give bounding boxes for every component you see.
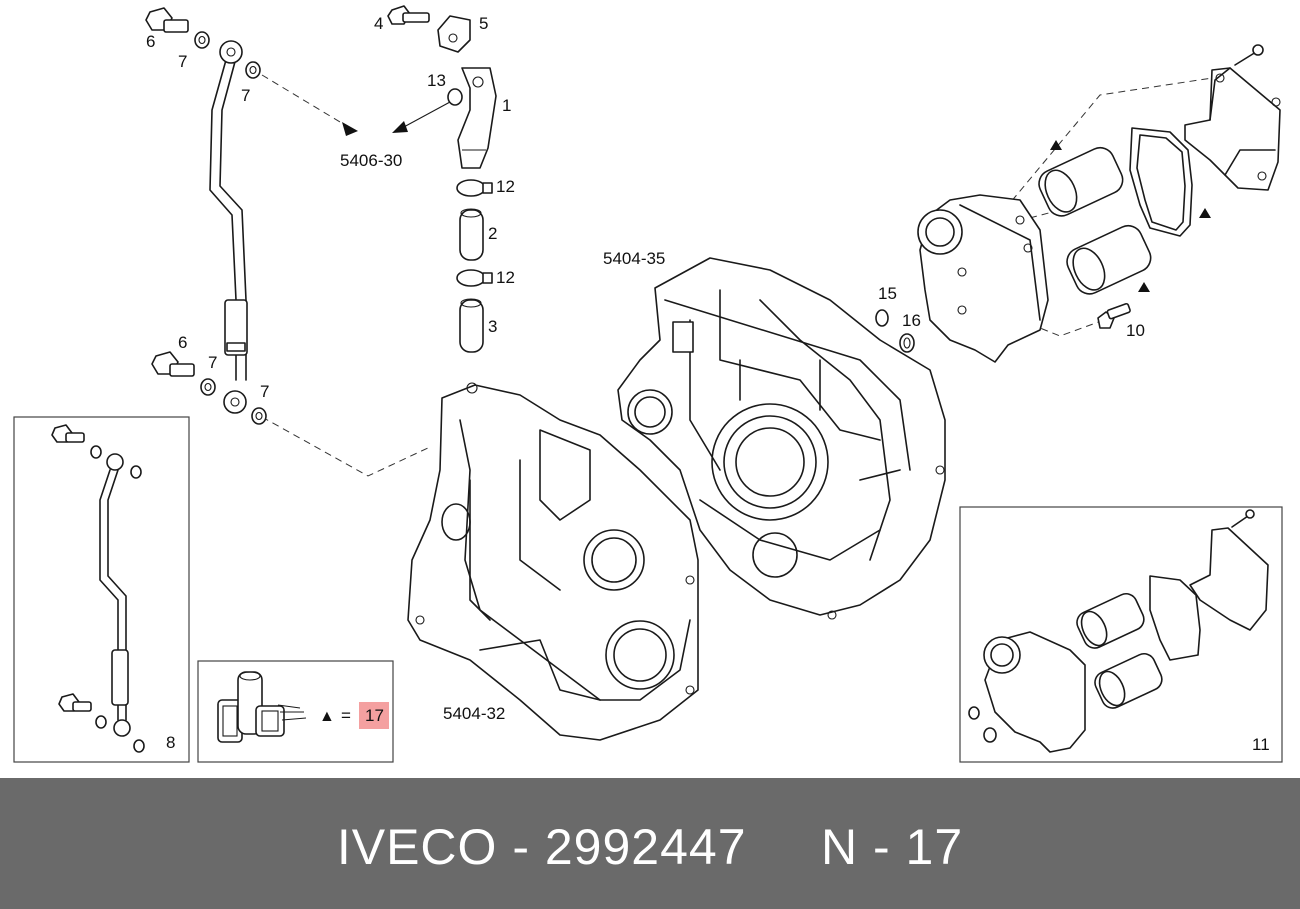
callout-5: 5 (479, 14, 488, 33)
triangle-symbol: ▲ (319, 708, 335, 725)
footer-part-info: IVECO - 2992447 N - 17 (336, 819, 964, 875)
footer-bar: IVECO - 2992447 N - 17 (0, 778, 1300, 909)
callout-12: 12 (496, 177, 515, 196)
callout-7: 7 (208, 353, 217, 372)
breather-assembly (875, 44, 1281, 363)
callout-1: 1 (502, 96, 511, 115)
callout-15: 15 (878, 284, 897, 303)
callout-7: 7 (241, 86, 250, 105)
equals-sign: = (341, 706, 351, 725)
callout-7: 7 (178, 52, 187, 71)
callout-12: 12 (496, 268, 515, 287)
callout-8: 8 (166, 733, 175, 752)
exploded-parts-diagram: 6 7 7 6 7 7 4 5 13 1 12 2 12 3 5406-30 5… (13, 5, 1283, 763)
callout-7: 7 (260, 382, 269, 401)
kit-number: 17 (365, 706, 384, 725)
callout-11: 11 (1252, 735, 1270, 754)
kit-legend: ▲ = 17 (319, 702, 389, 729)
callout-6: 6 (178, 333, 187, 352)
coolant-pipe-parts (387, 5, 497, 353)
callout-4: 4 (374, 14, 383, 33)
inset-alt-assembly (959, 506, 1283, 763)
flywheel-housing-5404-35 (617, 257, 946, 620)
reference-5406-30: 5406-30 (340, 151, 402, 170)
callout-10: 10 (1126, 321, 1145, 340)
callout-labels: 6 7 7 6 7 7 4 5 13 1 12 2 12 3 5406-30 5… (146, 14, 1270, 754)
callout-13: 13 (427, 71, 446, 90)
arrow-to-5406-30 (342, 101, 451, 136)
kit-number-highlight (359, 702, 389, 729)
callout-6: 6 (146, 32, 155, 51)
callout-3: 3 (488, 317, 497, 336)
inset-pipe-variant (13, 416, 190, 763)
callout-2: 2 (488, 224, 497, 243)
reference-5404-35: 5404-35 (603, 249, 665, 268)
reference-5404-32: 5404-32 (443, 704, 505, 723)
callout-16: 16 (902, 311, 921, 330)
timing-housing-5404-32 (407, 382, 699, 741)
pipe-assembly (145, 7, 267, 425)
